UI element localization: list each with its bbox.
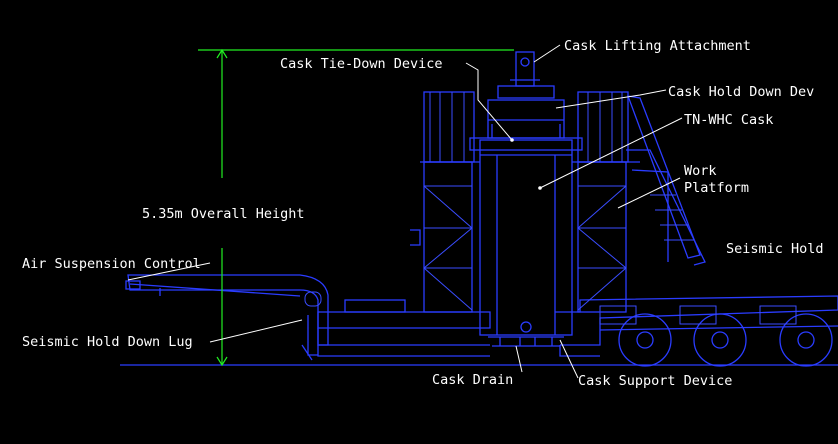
label-seismic-hold-right: Seismic Hold — [726, 241, 824, 257]
trailer-wheels — [599, 305, 833, 367]
label-cask-tie-down-device: Cask Tie-Down Device — [280, 56, 443, 72]
work-platform-right — [572, 91, 640, 313]
leader-lines — [127, 44, 683, 379]
label-tn-whc-cask: TN-WHC Cask — [684, 112, 773, 128]
height-dimension — [198, 48, 514, 367]
label-work-platform-line1: Work — [684, 163, 717, 179]
label-cask-support-device: Cask Support Device — [578, 373, 732, 389]
label-cask-hold-down-device: Cask Hold Down Dev — [668, 84, 814, 100]
label-air-suspension-control: Air Suspension Control — [22, 256, 201, 272]
tn-whc-cask — [479, 139, 573, 347]
trailer-deck — [317, 295, 838, 357]
work-platform-stair — [626, 95, 706, 266]
cask-top-assembly — [469, 51, 583, 151]
label-work-platform-line2: Platform — [684, 180, 749, 196]
work-platform-left — [410, 91, 480, 313]
label-seismic-hold-down-lug: Seismic Hold Down Lug — [22, 334, 193, 350]
label-cask-lifting-attachment: Cask Lifting Attachment — [564, 38, 751, 54]
label-overall-height: 5.35m Overall Height — [142, 206, 305, 222]
label-cask-drain: Cask Drain — [432, 372, 513, 388]
